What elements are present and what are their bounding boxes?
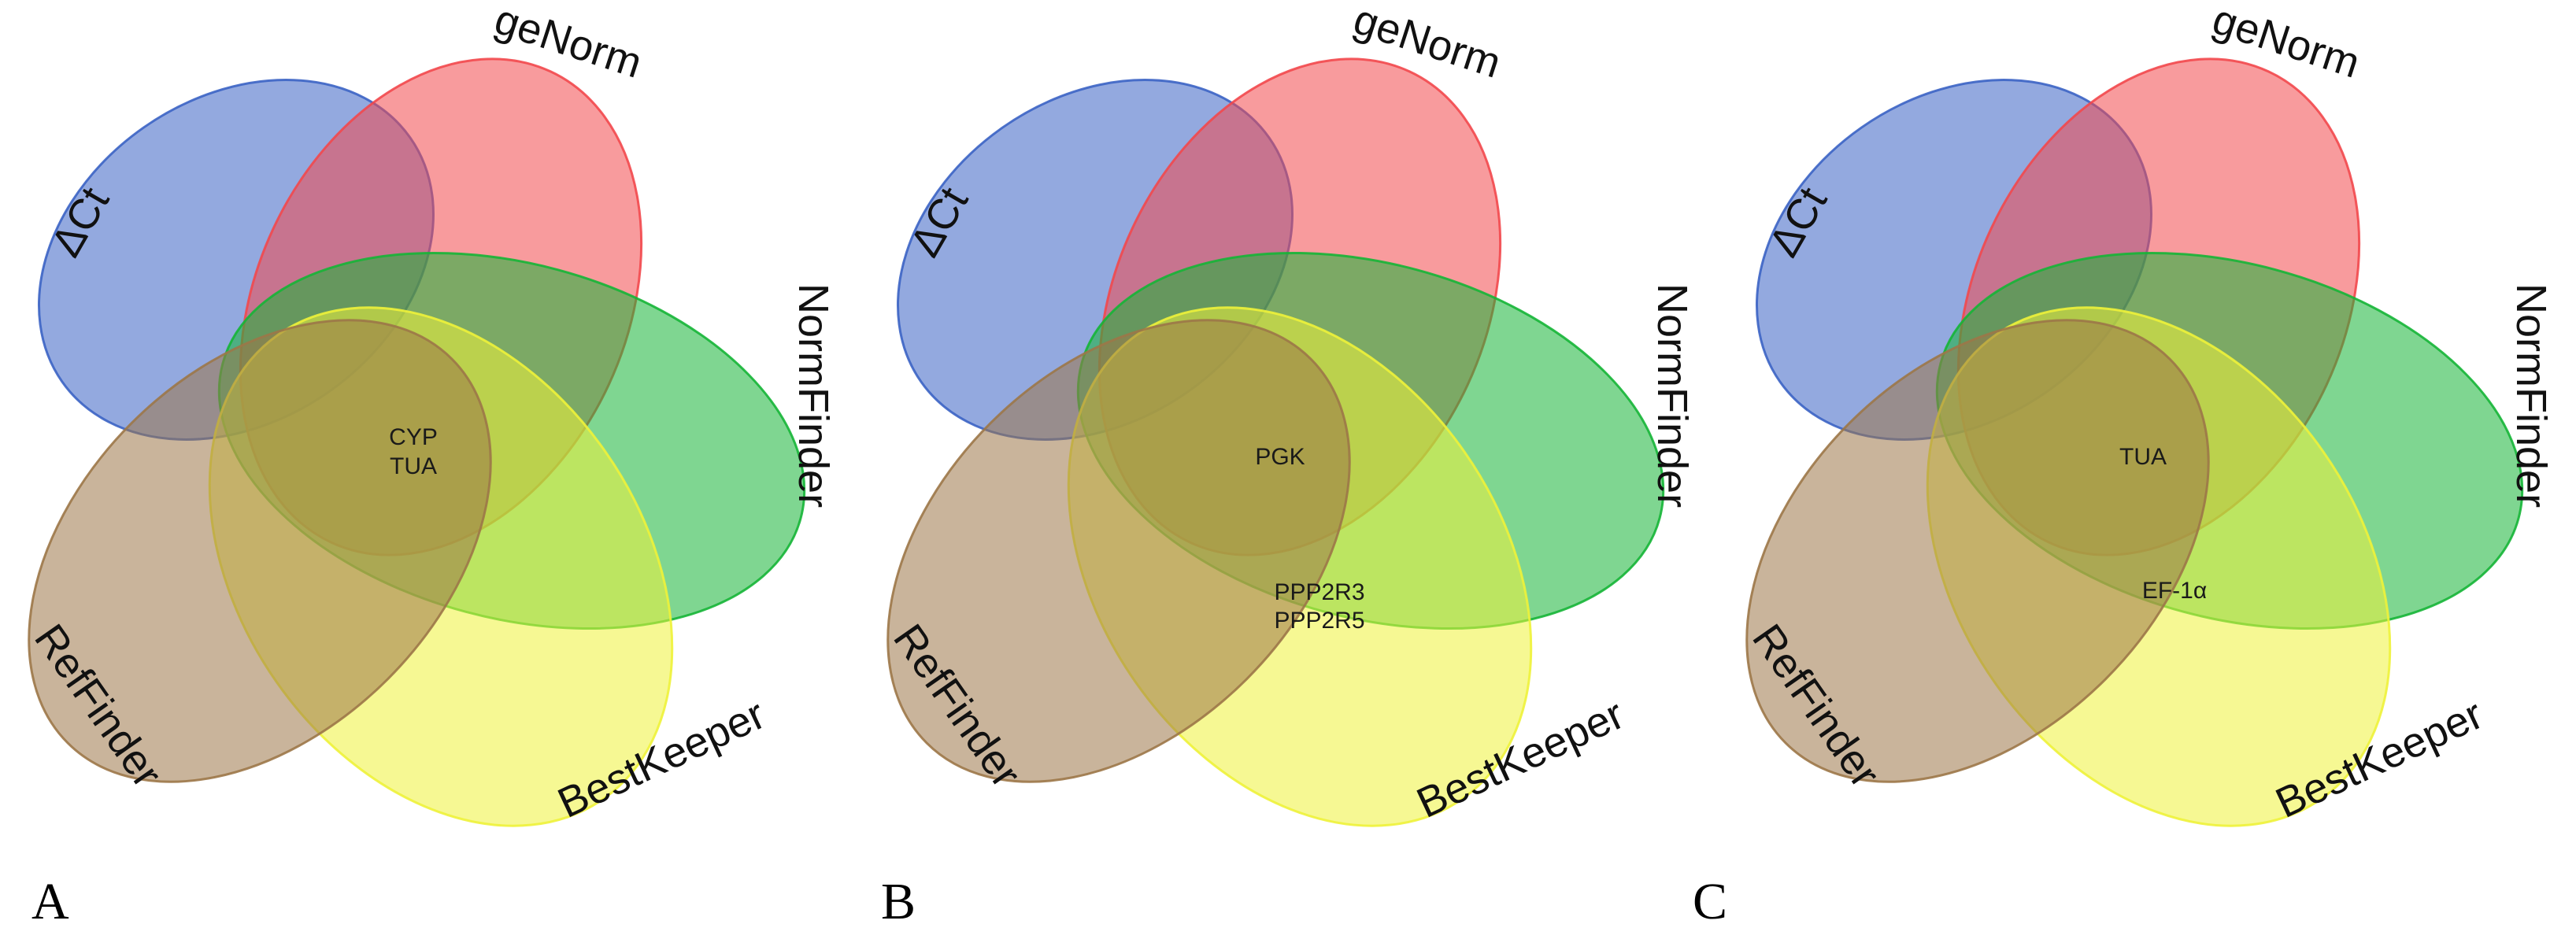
venn-diagram-c: ΔCt geNorm NormFinder BestKeeper RefFind… [1743, 0, 2555, 827]
set-region-reffinder [28, 319, 492, 783]
panel-b: ΔCt geNorm NormFinder BestKeeper RefFind… [859, 0, 1717, 939]
set-region-reffinder [1745, 319, 2210, 783]
gene-label: EF-1α [2142, 578, 2207, 604]
gene-label: PPP2R3 [1274, 579, 1364, 605]
gene-label: TUA [2119, 444, 2167, 470]
gene-label: CYP [389, 424, 438, 450]
venn-diagram-b: ΔCt geNorm NormFinder BestKeeper RefFind… [884, 0, 1696, 827]
set-label-normfinder: NormFinder [1649, 283, 1696, 508]
set-label-normfinder: NormFinder [790, 283, 837, 508]
panel-a: ΔCt geNorm NormFinder BestKeeper RefFind… [0, 0, 858, 939]
panel-c: ΔCt geNorm NormFinder BestKeeper RefFind… [1693, 0, 2576, 939]
gene-label: PGK [1255, 444, 1305, 470]
gene-label: TUA [390, 453, 437, 479]
panel-letter-a: A [31, 873, 69, 930]
panel-letter-c: C [1693, 873, 1728, 930]
set-label-normfinder: NormFinder [2508, 283, 2555, 508]
set-region-reffinder [886, 319, 1351, 783]
panel-letter-b: B [881, 873, 916, 930]
venn-diagram-a: ΔCt geNorm NormFinder BestKeeper RefFind… [25, 0, 837, 827]
gene-label: PPP2R5 [1274, 608, 1364, 634]
